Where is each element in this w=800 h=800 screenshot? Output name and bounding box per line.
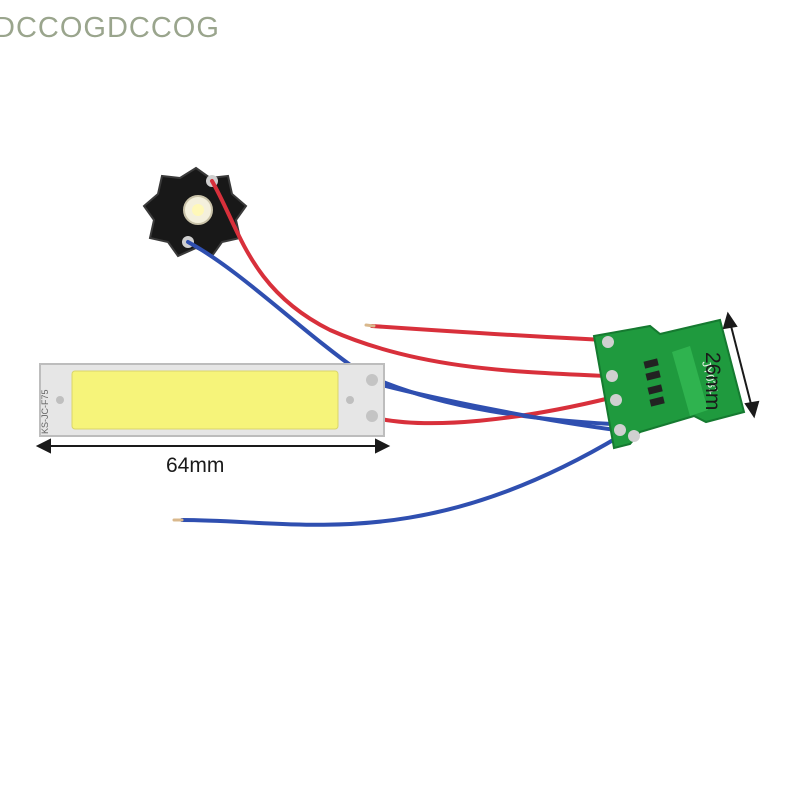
smd-resistor-2 (645, 370, 661, 381)
strip-pad-top (366, 374, 378, 386)
cob-led-strip: KS-JC-F75 (39, 363, 385, 437)
blue-wire-strip (376, 382, 618, 432)
pcb-trace (672, 346, 708, 416)
blue-wire-loose (180, 434, 622, 527)
cob-emitter (71, 370, 339, 430)
pcb-pad-4 (614, 424, 626, 436)
red-wire-loose (370, 324, 608, 342)
height-dimension-arrow (722, 311, 760, 419)
pcb-body (592, 318, 746, 450)
mount-hole-right (346, 396, 354, 404)
wire-tip-red (364, 323, 376, 328)
pcb-pad-3 (610, 394, 622, 406)
smd-resistor-1 (643, 358, 659, 369)
pcb-pad-2 (606, 370, 618, 382)
pcb-pad-5 (628, 430, 640, 442)
smd-resistor-3 (647, 384, 663, 395)
smd-resistor-4 (649, 396, 665, 407)
red-wire-star (210, 179, 608, 378)
strip-pad-bottom (366, 410, 378, 422)
led-chip (192, 204, 204, 216)
width-dimension-label: 64mm (166, 454, 225, 477)
watermark-text: DCCOGDCCOG (0, 12, 220, 44)
width-dimension-arrow (35, 438, 391, 454)
height-dimension-label: 26mm (701, 352, 724, 411)
cob-marking: KS-JC-F75 (40, 389, 50, 434)
pcb-pad-1 (602, 336, 614, 348)
red-wire-strip (374, 396, 612, 426)
driver-board: JY031 (592, 318, 746, 450)
star-led-module (142, 166, 248, 258)
mount-hole-left (56, 396, 64, 404)
wire-set (172, 179, 622, 527)
